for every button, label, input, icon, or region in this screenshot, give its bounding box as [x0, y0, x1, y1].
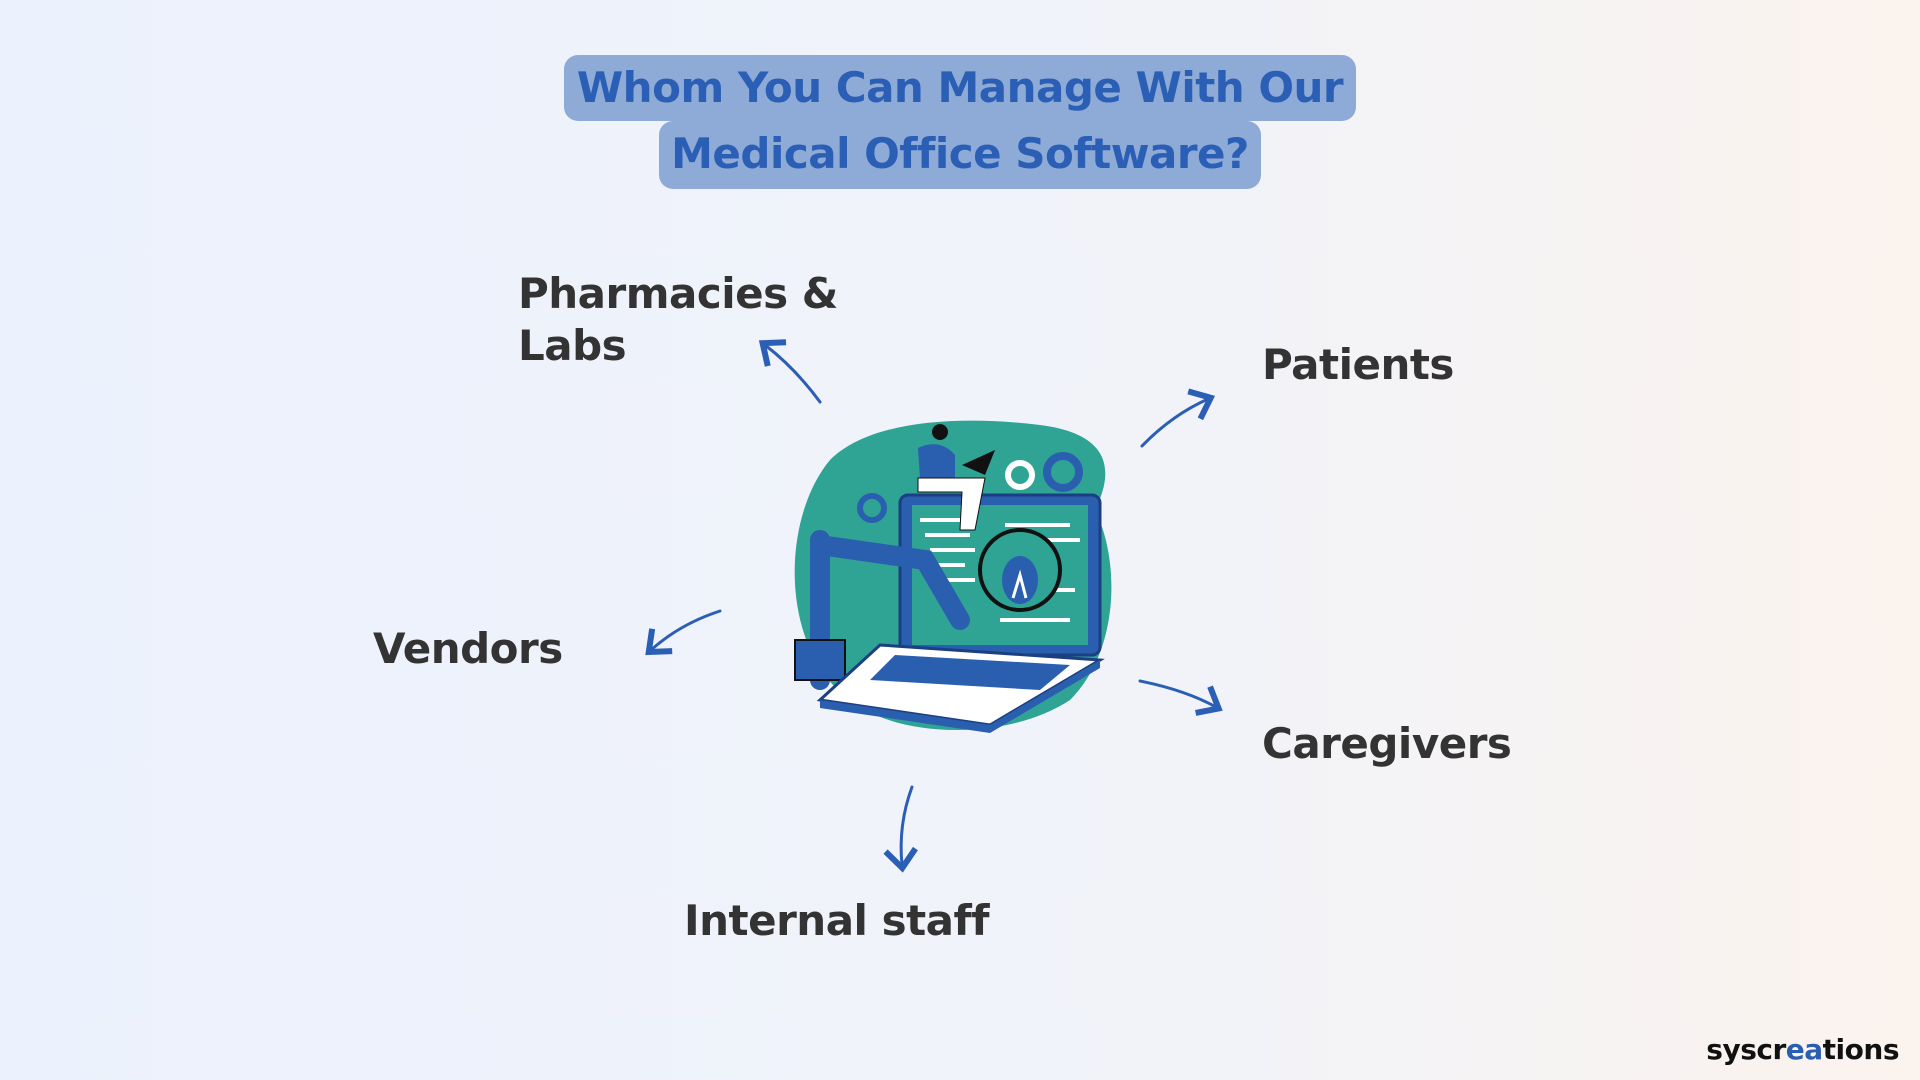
label-pharmacies-line2: Labs — [518, 321, 627, 370]
logo-text-1: syscr — [1706, 1033, 1786, 1066]
arrow-caregivers — [1138, 679, 1223, 716]
gear-icon — [857, 493, 887, 523]
label-caregivers: Caregivers — [1262, 719, 1512, 768]
person-figure — [917, 424, 995, 531]
label-patients: Patients — [1262, 340, 1454, 389]
arrow-vendors — [645, 609, 722, 656]
logo-text-2: tions — [1822, 1033, 1900, 1066]
label-pharmacies-line1: Pharmacies & — [518, 269, 838, 318]
syscreations-logo: syscreations — [1706, 1033, 1899, 1066]
label-vendors: Vendors — [373, 624, 563, 673]
logo-text-accent: ea — [1785, 1033, 1823, 1066]
software-illustration — [794, 420, 1112, 733]
arrow-pharmacies — [758, 339, 822, 404]
title-line-1: Whom You Can Manage With Our — [564, 55, 1356, 121]
arrow-internal-staff — [883, 785, 918, 873]
label-pharmacies-labs: Pharmacies & Labs — [518, 268, 838, 372]
title-line-2: Medical Office Software? — [659, 121, 1261, 189]
gear-icon — [1005, 460, 1035, 490]
arrow-patients — [1140, 388, 1216, 448]
label-internal-staff: Internal staff — [684, 896, 990, 945]
gear-icon — [1043, 452, 1083, 492]
